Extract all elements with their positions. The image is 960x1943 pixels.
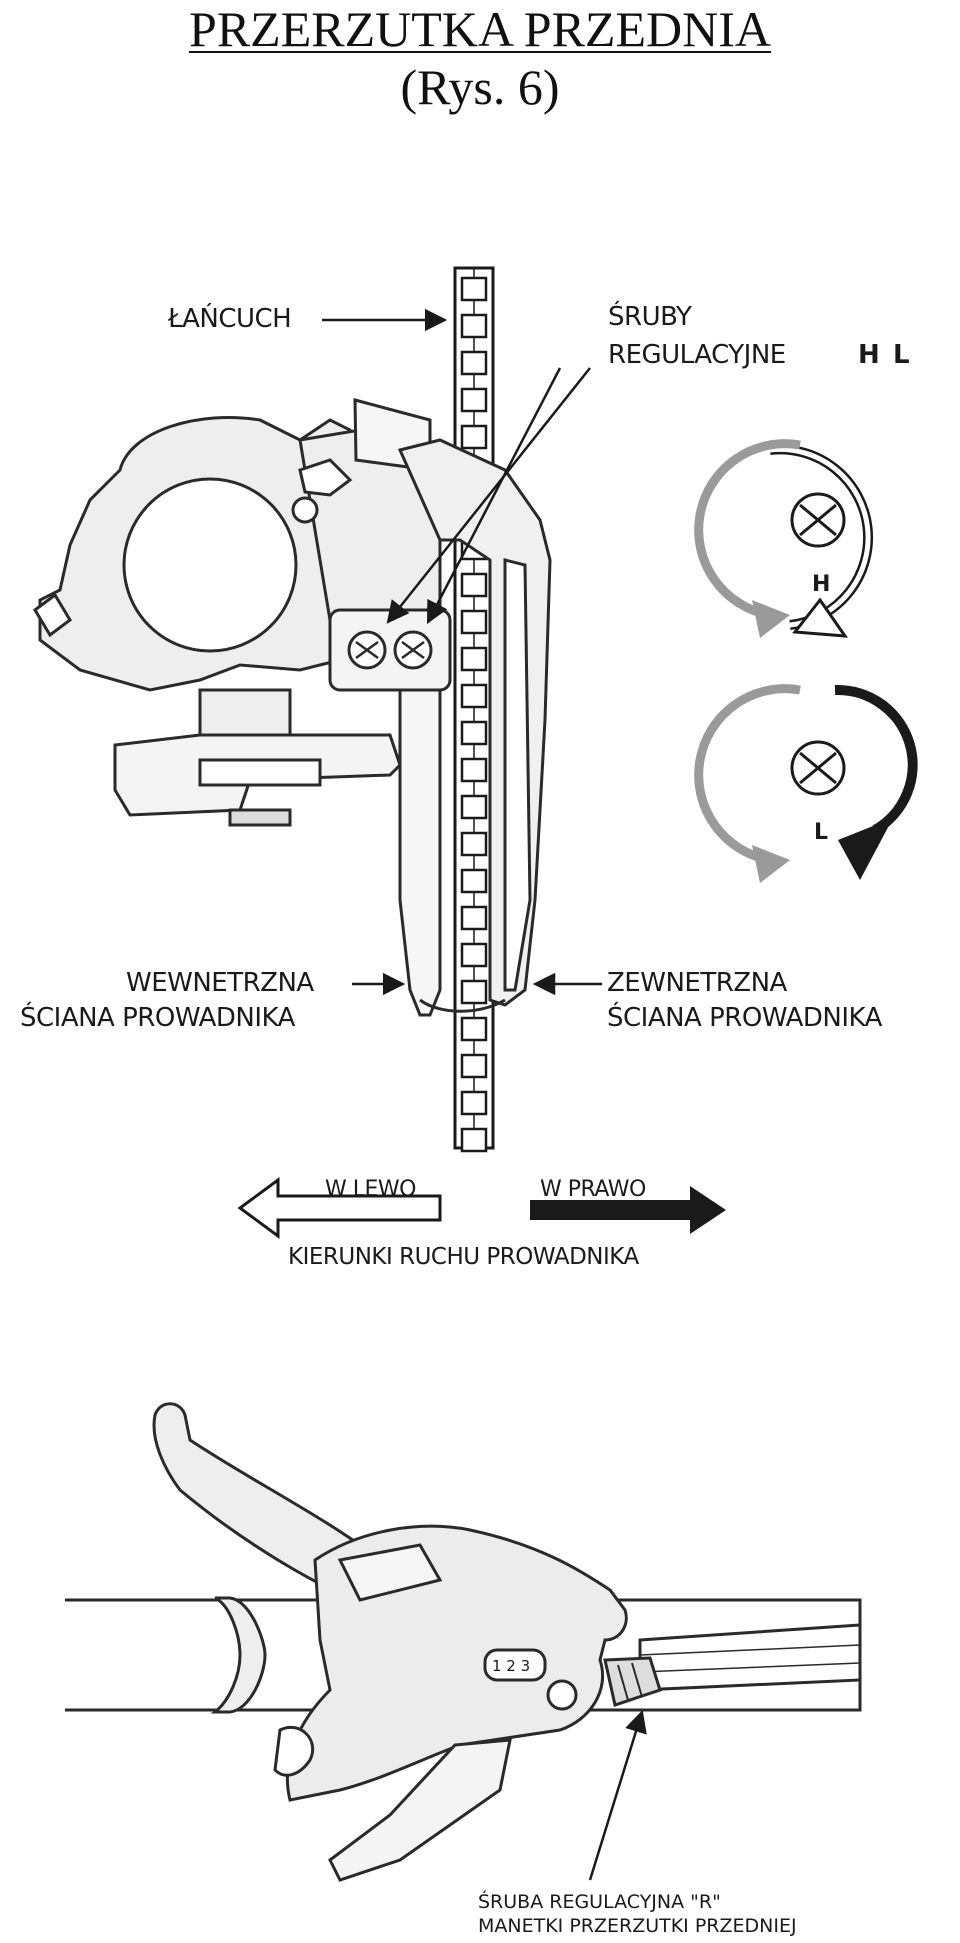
label-right: W PRAWO	[540, 1177, 646, 1202]
chain-link	[460, 350, 488, 376]
direction-right-arrow	[530, 1186, 726, 1234]
label-chain: ŁAŃCUCH	[168, 304, 292, 334]
chain-link	[460, 572, 488, 598]
label-inner-wall-line2: ŚCIANA PROWADNIKA	[20, 1003, 295, 1033]
title-subtitle: (Rys. 6)	[400, 59, 560, 115]
label-screw-h: H	[858, 340, 880, 370]
chain-link	[460, 757, 488, 783]
chain-link	[460, 831, 488, 857]
page-title: PRZERZUTKA PRZEDNIA (Rys. 6)	[0, 0, 960, 116]
chain-link	[460, 1090, 488, 1116]
chain-link	[460, 794, 488, 820]
chain-link	[460, 942, 488, 968]
chain	[453, 266, 495, 1153]
chain-link	[460, 979, 488, 1005]
shifter-screw-arrow	[588, 1709, 647, 1881]
chain-link	[460, 424, 488, 450]
chain-link	[460, 1016, 488, 1042]
label-arrows	[322, 308, 602, 996]
chain-link	[460, 276, 488, 302]
chain-link	[460, 646, 488, 672]
title-main: PRZERZUTKA PRZEDNIA	[189, 1, 771, 57]
derailleur-cage	[397, 438, 552, 1017]
label-outer-wall-line2: ŚCIANA PROWADNIKA	[607, 1003, 882, 1033]
label-left: W LEWO	[325, 1177, 416, 1202]
label-shifter-screw-line2: MANETKI PRZERZUTKI PRZEDNIEJ	[478, 1915, 797, 1937]
chain-link	[460, 683, 488, 709]
l-screw-dial	[694, 684, 918, 883]
shifter-body	[273, 1524, 662, 1882]
label-screws-line2: REGULACYJNE	[608, 340, 786, 370]
label-screws-line1: ŚRUBY	[608, 302, 692, 332]
chain-link	[460, 1127, 488, 1153]
chain-link	[460, 720, 488, 746]
chain-link	[460, 609, 488, 635]
chain-link	[460, 1053, 488, 1079]
chain-link	[460, 905, 488, 931]
shifter-gear-indicator: 1 2 3	[492, 1657, 531, 1675]
derailleur-body	[33, 398, 452, 827]
label-shifter-screw-line1: ŚRUBA REGULACYJNA "R"	[478, 1891, 721, 1913]
chain-link	[460, 387, 488, 413]
chain-link	[460, 868, 488, 894]
h-screw-dial	[694, 439, 874, 638]
label-inner-wall-line1: WEWNETRZNA	[126, 968, 314, 998]
label-screw-l: L	[893, 340, 910, 370]
direction-left-arrow	[237, 1177, 442, 1239]
dial-l-label: L	[814, 820, 828, 845]
label-outer-wall-line1: ZEWNETRZNA	[607, 968, 787, 998]
dial-h-label: H	[812, 572, 830, 597]
chain-link	[460, 313, 488, 339]
label-directions: KIERUNKI RUCHU PROWADNIKA	[288, 1244, 639, 1270]
